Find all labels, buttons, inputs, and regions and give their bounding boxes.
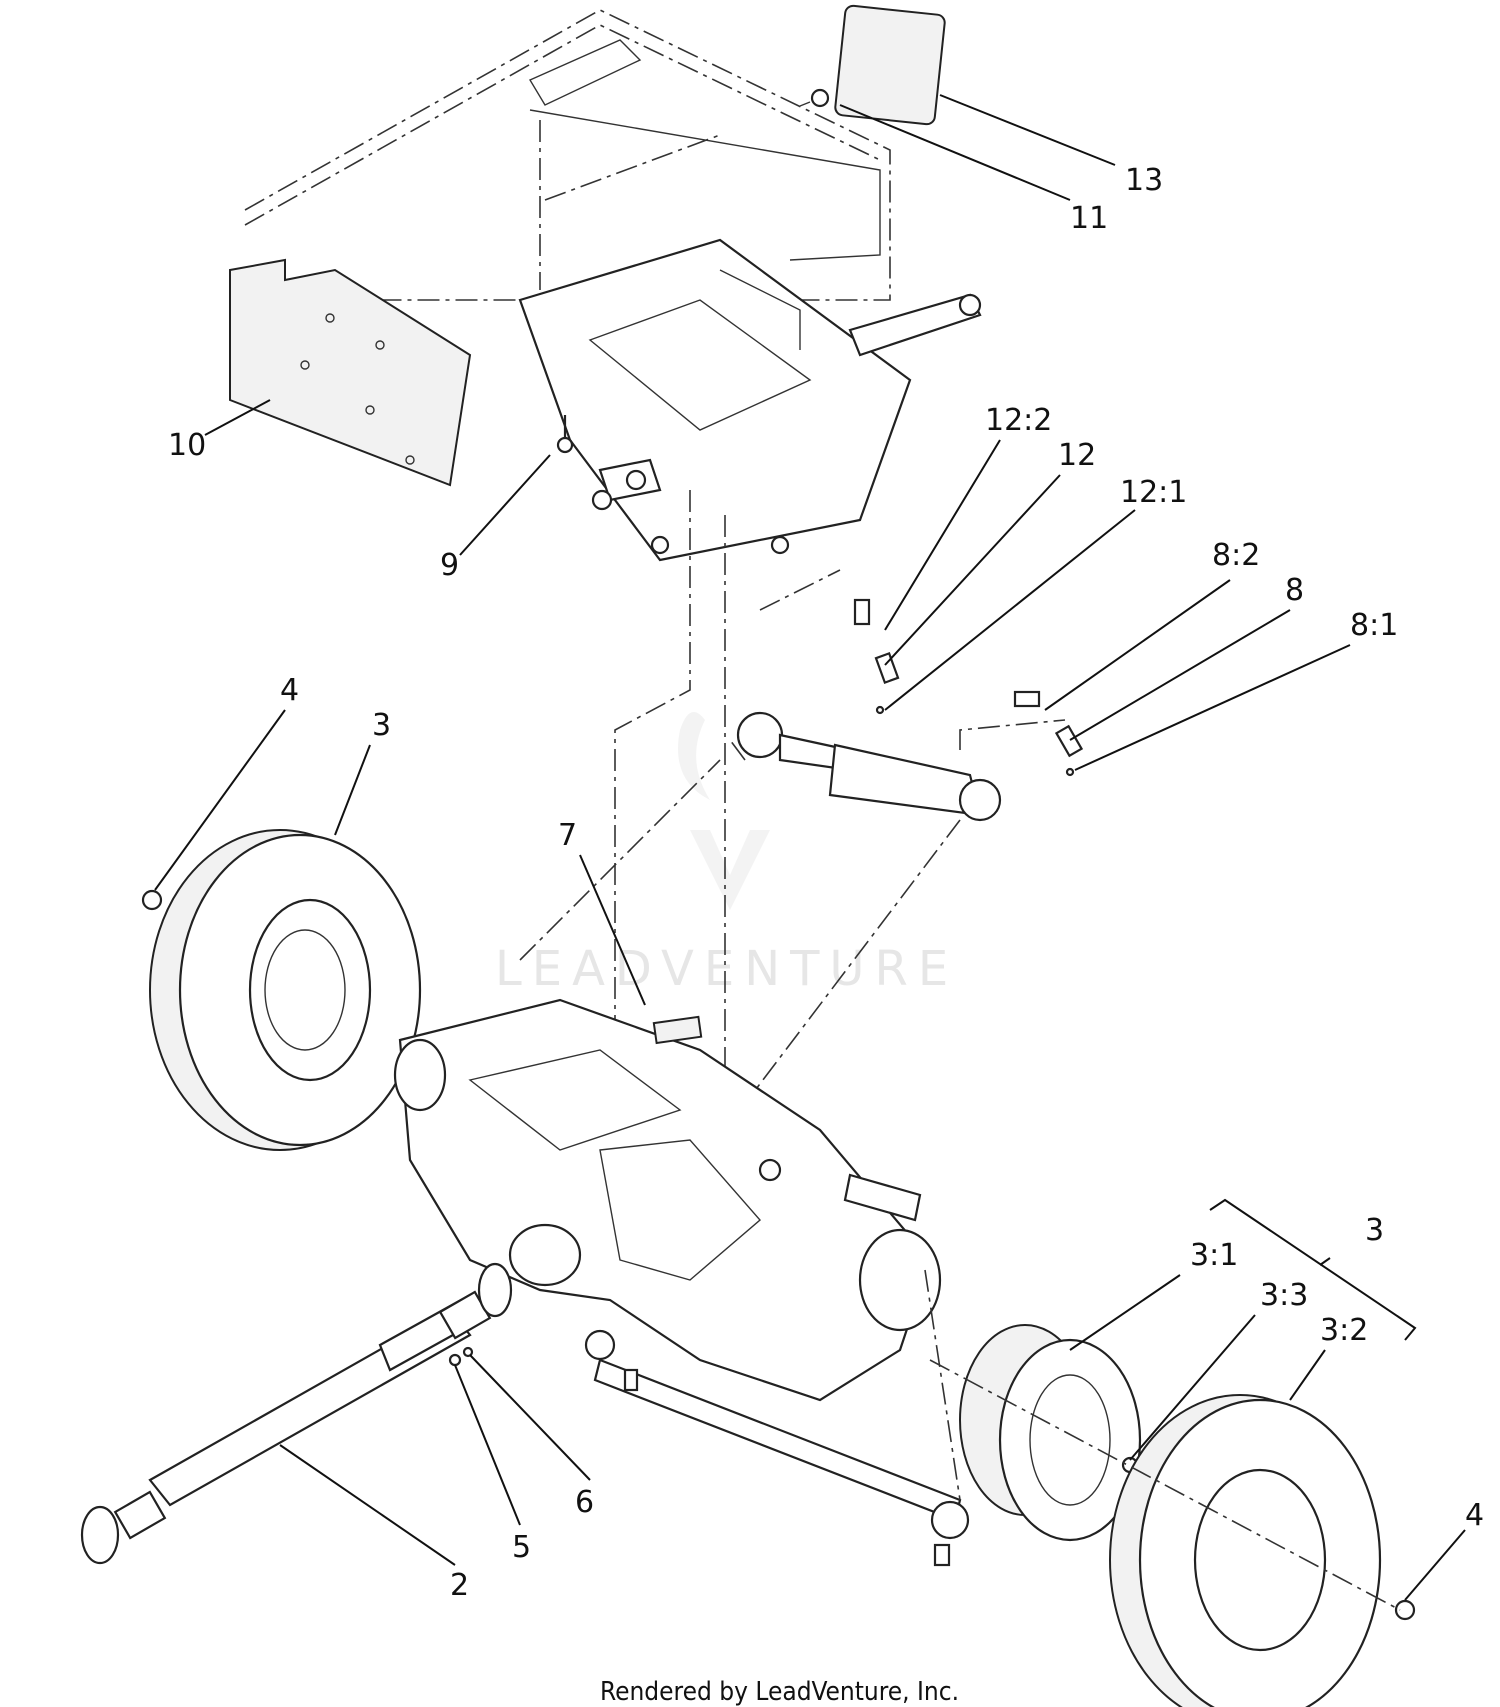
steering-mount-bracket [518, 238, 982, 562]
callout-4-left: 4 [280, 673, 299, 708]
drive-shaft-part-2 [80, 1262, 513, 1565]
decal-part-7 [652, 1015, 703, 1045]
group-bracket [1209, 1198, 1417, 1341]
callout-6: 6 [575, 1485, 594, 1520]
wheel-left-part-3 [149, 829, 422, 1151]
callout-10: 10 [168, 428, 206, 463]
nut-part-6 [462, 1346, 474, 1358]
callout-8: 8 [1285, 573, 1304, 608]
callout-3-1: 3:1 [1190, 1238, 1238, 1273]
tie-rod [584, 1329, 970, 1567]
decal-part-13 [834, 4, 946, 126]
bolt-part-9 [556, 415, 574, 454]
callout-12: 12 [1058, 438, 1096, 473]
callout-3-left: 3 [372, 708, 391, 743]
lug-nut-part-4 [141, 889, 163, 911]
chassis-frame [244, 9, 891, 301]
callout-12-2: 12:2 [985, 403, 1052, 438]
callout-2: 2 [450, 1568, 469, 1603]
callout-3-right: 3 [1365, 1213, 1384, 1248]
callout-5: 5 [512, 1530, 531, 1565]
bolt-part-11 [799, 88, 830, 108]
transaxle-assembly [393, 998, 942, 1402]
rim-part-3-1 [959, 1324, 1142, 1542]
callout-9: 9 [440, 548, 459, 583]
callout-3-2: 3:2 [1320, 1313, 1368, 1348]
nut [770, 535, 790, 555]
watermark-logo-icon [678, 712, 770, 910]
side-plate-part-10 [229, 258, 472, 487]
callout-3-3: 3:3 [1260, 1278, 1308, 1313]
callout-13: 13 [1125, 163, 1163, 198]
callout-7: 7 [558, 818, 577, 853]
callout-12-1: 12:1 [1120, 475, 1187, 510]
washer [591, 489, 613, 511]
lug-nut-part-4 [1394, 1599, 1416, 1621]
fitting-part-12 [853, 598, 900, 715]
washer [625, 469, 647, 491]
bolt-part-5 [448, 1353, 462, 1367]
footer-credit: Rendered by LeadVenture, Inc. [600, 1677, 959, 1707]
watermark-text: LEADVENTURE [495, 941, 958, 997]
steering-cylinder [736, 711, 1002, 822]
callout-8-2: 8:2 [1212, 538, 1260, 573]
fitting-part-8 [1013, 690, 1084, 777]
callout-11: 11 [1070, 201, 1108, 236]
leader-lines [154, 94, 1466, 1601]
callout-8-1: 8:1 [1350, 608, 1398, 643]
tire-part-3-2 [1109, 1394, 1382, 1707]
callout-4-right: 4 [1465, 1498, 1484, 1533]
